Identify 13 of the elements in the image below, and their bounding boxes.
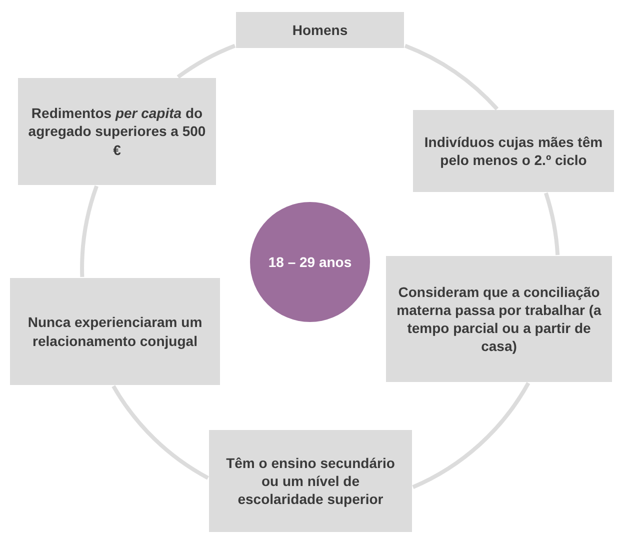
category-box: Homens xyxy=(236,12,404,48)
ring-arc xyxy=(412,382,530,489)
ring-arc xyxy=(80,186,98,277)
category-box: Indivíduos cujas mães têm pelo menos o 2.º ciclo xyxy=(413,110,614,192)
center-circle: 18 – 29 anos xyxy=(250,202,370,322)
category-box: Redimentos per capita do agregado superiores a 500 € xyxy=(18,78,216,185)
category-box: Nunca experienciaram um relacionamento conjugal xyxy=(10,278,220,385)
ring-arc xyxy=(544,192,560,256)
category-box: Consideram que a conciliação materna passa por trabalhar (a tempo parcial ou a partir de casa) xyxy=(386,256,612,382)
ring-arc xyxy=(176,44,236,79)
ring-arc xyxy=(112,385,210,480)
ring-arc xyxy=(404,44,498,110)
category-box: Têm o ensino secundário ou um nível de escolaridade superior xyxy=(209,430,412,532)
